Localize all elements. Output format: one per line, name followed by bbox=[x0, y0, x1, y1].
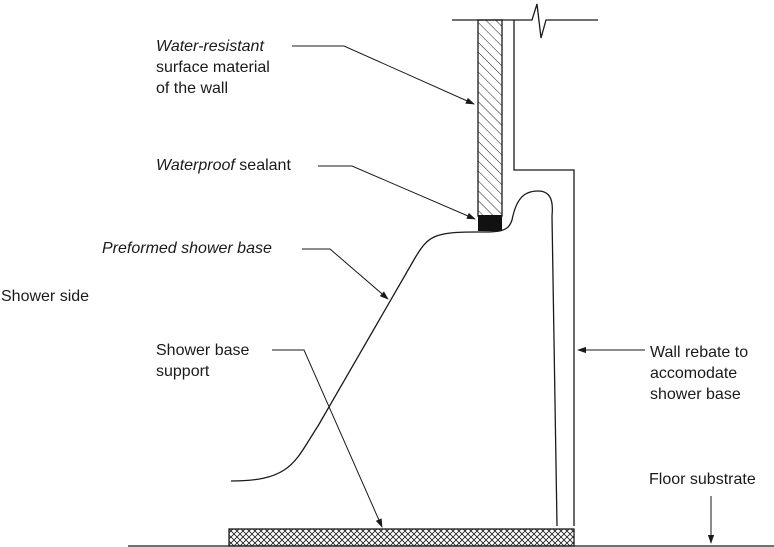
label-waterproof-italic: Waterproof bbox=[156, 157, 235, 174]
label-wall-rebate-line3: shower base bbox=[650, 386, 741, 403]
label-waterproof-sealant: Waterproof sealant bbox=[156, 155, 291, 176]
leader-water-resistant bbox=[292, 45, 475, 105]
label-wall-rebate: Wall rebate to accomodate shower base bbox=[650, 342, 748, 405]
label-water-resistant-italic: Water-resistant bbox=[156, 38, 264, 55]
wall-lining bbox=[477, 19, 503, 217]
label-wall-rebate-line1: Wall rebate to bbox=[650, 344, 749, 361]
label-sealant-rest: sealant bbox=[234, 157, 291, 174]
label-water-resistant: Water-resistant surface material of the … bbox=[156, 36, 270, 99]
label-preformed-italic: Preformed shower base bbox=[102, 240, 272, 257]
label-floor-substrate: Floor substrate bbox=[649, 471, 756, 488]
preformed-shower-base bbox=[230, 190, 558, 527]
leader-preformed-base bbox=[302, 248, 389, 300]
label-shower-side: Shower side bbox=[1, 288, 90, 305]
waterproof-sealant bbox=[478, 215, 502, 231]
label-base-support-line2: support bbox=[156, 363, 210, 380]
shower-base-support bbox=[228, 528, 575, 547]
label-water-resistant-line2: surface material bbox=[156, 59, 270, 76]
wall-break-line bbox=[452, 3, 598, 39]
wall-frame-outline bbox=[513, 20, 575, 526]
label-base-support-line1: Shower base bbox=[156, 342, 250, 359]
leader-base-support bbox=[272, 349, 383, 528]
label-wall-rebate-line2: accomodate bbox=[650, 365, 738, 382]
leader-waterproof-sealant bbox=[318, 165, 476, 220]
label-preformed-shower-base: Preformed shower base bbox=[102, 238, 272, 259]
label-shower-base-support: Shower base support bbox=[156, 340, 249, 382]
label-water-resistant-line3: of the wall bbox=[156, 80, 229, 97]
